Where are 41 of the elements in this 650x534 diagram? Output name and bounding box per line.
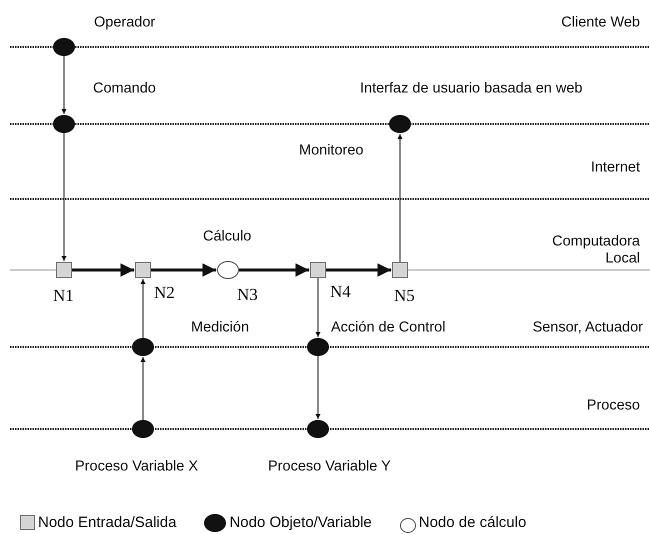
layer-label: Proceso — [586, 398, 640, 414]
object-node-dot — [307, 338, 329, 356]
node-label: Interfaz de usuario basada en web — [360, 80, 582, 98]
arrow — [326, 263, 391, 277]
object-node-dot — [132, 420, 154, 438]
arrow — [239, 263, 309, 277]
node-id-label: N4 — [330, 282, 351, 302]
node-label: Proceso Variable X — [75, 458, 198, 476]
arrow — [62, 132, 66, 262]
object-node-dot — [389, 115, 411, 133]
arrow — [316, 278, 320, 338]
node-id-label: N2 — [154, 283, 175, 303]
node-label: Proceso Variable Y — [268, 458, 391, 476]
layer-label: Internet — [590, 160, 640, 176]
io-node-square — [56, 262, 72, 278]
layer-label: Computadora Local — [551, 233, 640, 267]
legend-label: Nodo de cálculo — [418, 514, 526, 531]
legend-label: Nodo Entrada/Salida — [38, 514, 176, 531]
io-node-square — [135, 262, 151, 278]
object-node-dot — [132, 338, 154, 356]
arrow — [62, 56, 66, 114]
object-node-dot — [53, 115, 75, 133]
arrow — [72, 263, 134, 277]
layer-label: Sensor, Actuador — [532, 320, 643, 336]
legend-label: Nodo Objeto/Variable — [229, 514, 372, 531]
calc-node-circle — [217, 261, 239, 279]
node-id-label: N1 — [53, 286, 74, 306]
io-node-square — [392, 262, 408, 278]
node-id-label: N5 — [394, 286, 415, 306]
arrow — [140, 356, 146, 420]
object-node-dot — [307, 420, 329, 438]
object-node-dot — [53, 38, 75, 56]
node-id-label: N3 — [237, 285, 258, 305]
layer-label: Cliente Web — [561, 14, 640, 32]
arrow — [398, 134, 402, 262]
arrow — [316, 356, 320, 420]
arrow — [140, 278, 146, 338]
node-label: Operador — [94, 14, 156, 32]
arrow — [151, 263, 216, 277]
node-label: Cálculo — [203, 228, 252, 246]
io-node-square — [310, 262, 326, 278]
